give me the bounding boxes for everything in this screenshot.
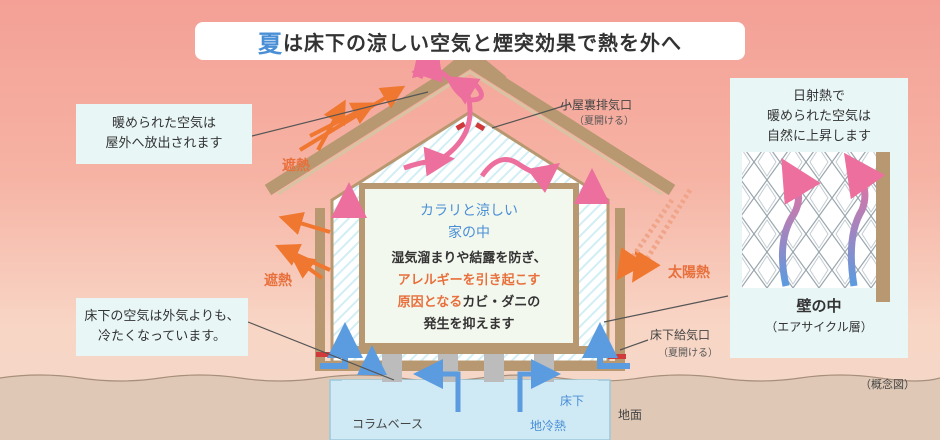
inner-line-4: 発生を抑えます [423, 317, 515, 332]
column-base-label: コラムベース [352, 417, 424, 431]
ground-label: 地面 [618, 408, 643, 422]
page-title: 夏 は床下の涼しい空気と煙突効果で熱を外へ [195, 22, 745, 60]
floor-vent-label: 床下給気口 [650, 328, 711, 342]
concept-label: （概念図） [860, 378, 915, 391]
heat-shield-label-bottom: 遮熱 [264, 273, 292, 289]
solar-heat-label: 太陽熱 [668, 265, 710, 281]
inner-line-3: 原因となるカビ・ダニの [372, 292, 566, 314]
callout-warm-air-out: 暖められた空気は 屋外へ放出されます [76, 104, 252, 164]
heat-shield-label-top: 遮熱 [282, 158, 310, 174]
attic-vent-label: 小屋裏排気口 [560, 98, 633, 112]
inner-title: カラリと涼しい 家の中 [420, 203, 518, 241]
inner-line-1: 湿気溜まりや結露を防ぎ、 [391, 251, 547, 266]
inner-description: 湿気溜まりや結露を防ぎ、 アレルギーを引き起こす 原因となるカビ・ダニの 発生を… [372, 248, 566, 336]
callout-solar-rise: 日射熱で 暖められた空気は 自然に上昇します [766, 89, 871, 144]
floor-vent-sub: （夏開ける） [658, 348, 718, 359]
title-text: は床下の涼しい空気と煙突効果で熱を外へ [283, 30, 682, 55]
inner-line-3a: 原因となる [397, 295, 463, 310]
inner-line-2: アレルギーを引き起こす [397, 273, 541, 288]
attic-vent-sub: （夏開ける） [574, 116, 634, 127]
wall-title: 壁の中 [796, 297, 842, 315]
ground-cold-label: 地冷熱 [530, 419, 567, 433]
callout-floor-cool: 床下の空気は外気よりも、 冷たくなっています。 [76, 298, 248, 356]
floor-under-label: 床下 [560, 394, 585, 408]
wall-subtitle: （エアサイクル層） [765, 320, 873, 334]
inner-line-3b: カビ・ダニの [462, 295, 541, 310]
title-accent: 夏 [258, 29, 283, 58]
